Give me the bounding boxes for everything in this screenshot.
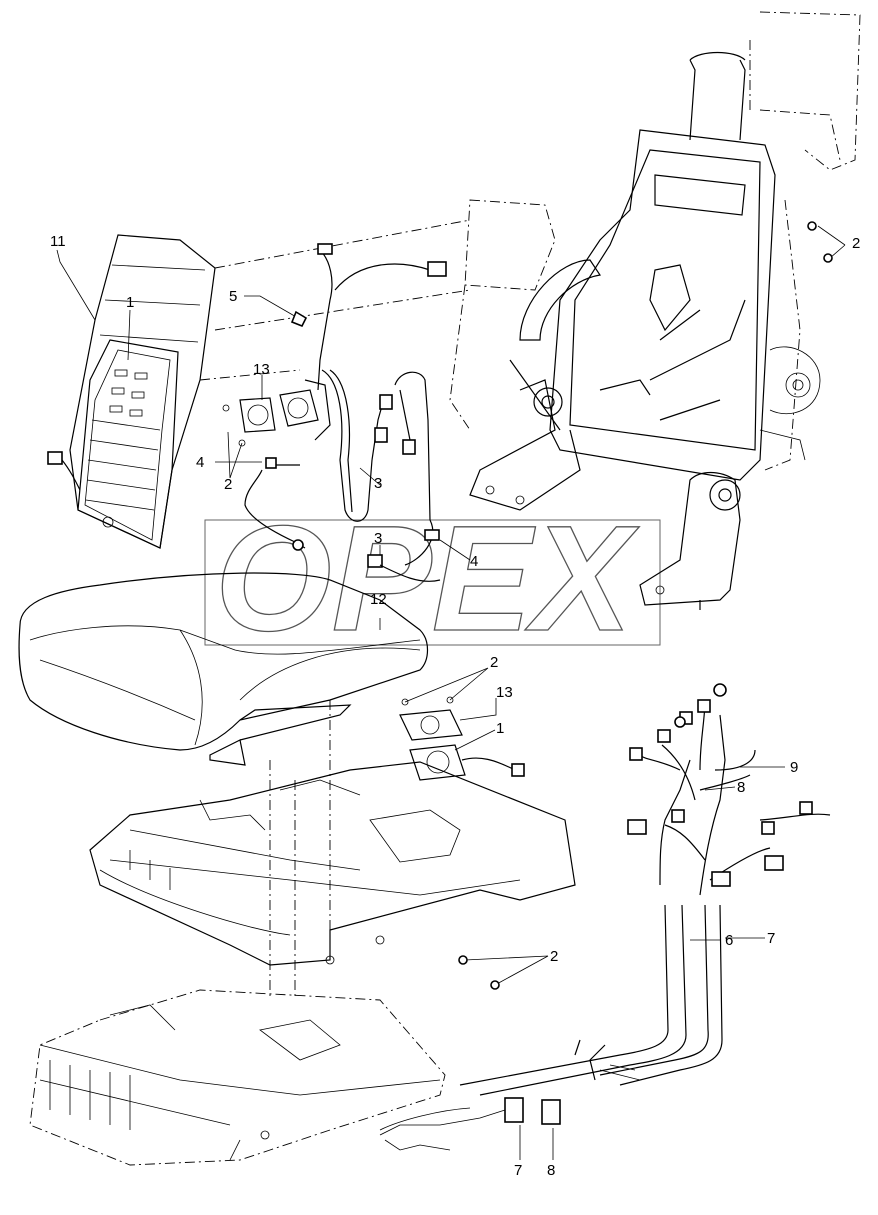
upper-fan-assembly [222, 379, 331, 447]
callout-3-upper: 3 [374, 475, 382, 492]
seat-cushion [18, 572, 429, 766]
callout-13-upper: 13 [253, 361, 270, 378]
callout-8-upper: 8 [737, 779, 745, 796]
seat-back-frame [469, 51, 776, 610]
watermark-text: OPEX [215, 494, 640, 662]
heating-pad [84, 349, 171, 541]
callout-7-lower: 7 [514, 1162, 522, 1179]
callout-13-lower: 13 [496, 684, 513, 701]
callout-2-upper: 2 [224, 476, 232, 493]
callout-11: 11 [50, 233, 66, 250]
watermark: OPEX [204, 493, 661, 663]
callout-4-upper: 4 [196, 454, 204, 471]
leader-lines [56, 225, 846, 1160]
callout-4-lower: 4 [470, 553, 478, 570]
seat-base-frame [89, 700, 576, 1000]
callout-1-upper: 1 [126, 294, 134, 311]
callout-7-upper: 7 [767, 930, 775, 947]
upper-wiring-harness [244, 243, 447, 582]
callout-9: 9 [790, 759, 798, 776]
backrest-cushion [47, 234, 216, 549]
lower-wiring-harness [379, 683, 831, 1151]
screws [290, 221, 833, 990]
callout-labels: 11 1 5 13 4 2 3 3 4 12 2 2 13 1 9 8 6 7 … [50, 233, 860, 1179]
callout-2-lower: 2 [550, 948, 558, 965]
callout-2-mid: 2 [490, 654, 498, 671]
callout-3-lower: 3 [374, 530, 382, 547]
lower-fan-assembly [399, 696, 525, 781]
callout-12: 12 [370, 591, 387, 608]
callout-2-right: 2 [852, 235, 860, 252]
callout-6: 6 [725, 932, 733, 949]
callout-5: 5 [229, 288, 237, 305]
backrest-ghost [199, 199, 556, 431]
seat-base-lower [29, 989, 446, 1166]
callout-1-lower: 1 [496, 720, 504, 737]
callout-8-lower: 8 [547, 1162, 555, 1179]
seat-back-ghost [749, 11, 861, 471]
